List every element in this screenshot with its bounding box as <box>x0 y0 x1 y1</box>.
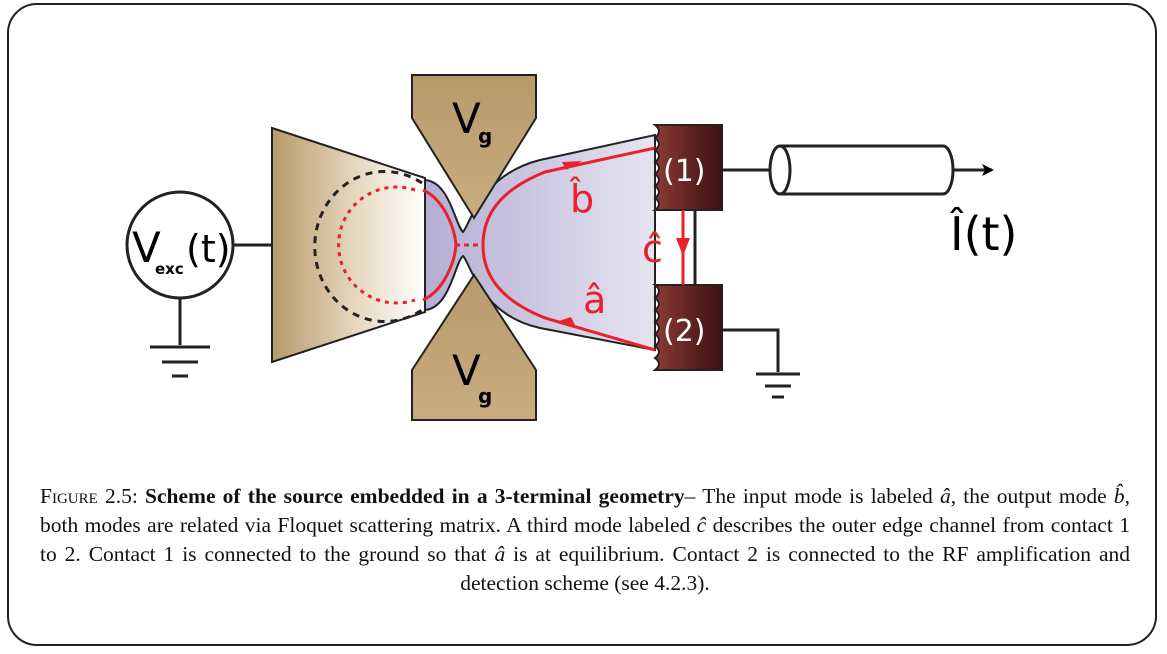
caption-title: Scheme of the source embedded in a 3-ter… <box>145 484 685 508</box>
caption-text-3: , both modes are related via Floquet sca… <box>40 484 1130 537</box>
gate-bottom-subscript: g <box>478 384 492 408</box>
caption-dash: – <box>684 484 696 508</box>
mode-c-channel <box>676 210 697 285</box>
figure-frame <box>7 3 1157 646</box>
caption-text-2: , the output mode <box>950 484 1114 508</box>
caption-symbol-c: ĉ <box>696 513 707 537</box>
figure-caption: Figure 2.5: Scheme of the source embedde… <box>40 482 1130 598</box>
gate-bottom: V g <box>411 273 537 421</box>
mode-a-label: â <box>583 278 606 322</box>
contact-2: (2) <box>652 284 723 371</box>
source-paren: (t) <box>186 227 231 271</box>
gate-top: V g <box>411 74 537 220</box>
caption-text-4: describes the outer edge channel from co… <box>40 513 1130 566</box>
electron-gas-region <box>424 133 656 352</box>
edge-channel-a-b <box>481 146 656 352</box>
caption-text-1: The input mode is labeled <box>702 484 940 508</box>
caption-symbol-a-2: â <box>494 542 506 566</box>
contact-2-ground-icon <box>722 328 800 399</box>
mode-c-label: ĉ <box>642 227 663 271</box>
source-subscript: exc <box>155 260 184 278</box>
source-label: V <box>132 223 161 272</box>
coaxial-cable-icon <box>722 144 994 196</box>
caption-figure-label: Figure 2.5: <box>40 484 138 508</box>
caption-symbol-a: â <box>939 484 951 508</box>
quantum-dot <box>271 126 426 364</box>
caption-symbol-b: b̂ <box>1113 484 1125 508</box>
excitation-source: V exc (t) <box>125 190 272 300</box>
gate-top-label: V <box>452 94 481 143</box>
current-label: Î(t) <box>949 207 1018 261</box>
dot-edge-channel <box>422 188 480 302</box>
gate-top-subscript: g <box>478 124 492 148</box>
contact-1: (1) <box>652 124 723 211</box>
contact-2-label: (2) <box>663 314 706 349</box>
gate-bottom-label: V <box>452 346 481 395</box>
caption-text-5: is at equilibrium. Contact 2 is connecte… <box>460 542 1130 595</box>
source-scheme-diagram: V g V g V exc (t) (1) <box>125 74 1018 421</box>
mode-b-label: b̂ <box>569 177 594 221</box>
contact-1-label: (1) <box>663 154 706 189</box>
source-ground-icon <box>150 298 210 378</box>
